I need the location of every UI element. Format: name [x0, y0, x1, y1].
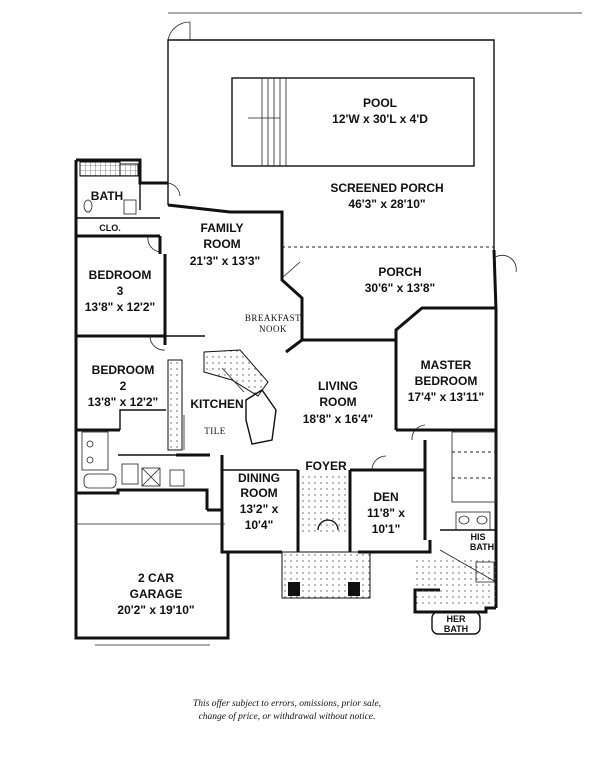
- bedroom-walls: [76, 235, 205, 432]
- bedroom3-dims: 13'8" x 12'2": [85, 300, 155, 314]
- master-bath-closets: [415, 431, 497, 635]
- pool-dims: 12'W x 30'L x 4'D: [332, 112, 428, 126]
- bath-closet: CLO.: [99, 223, 121, 233]
- screened-porch-dims: 46'3" x 28'10": [348, 197, 425, 211]
- living-room-title-2: ROOM: [319, 395, 356, 409]
- foyer-entry: [281, 472, 371, 599]
- his-bath-label: HIS BATH: [470, 532, 494, 552]
- laundry-area: [81, 431, 176, 489]
- garage-dims: 20'2" x 19'10": [117, 603, 194, 617]
- her-bath-label: HER BATH: [444, 614, 468, 634]
- living-room-dims: 18'8" x 16'4": [303, 412, 373, 426]
- his-bath-title-1: HIS: [470, 532, 485, 542]
- garage-title-2: GARAGE: [130, 587, 183, 601]
- porch-dims: 30'6" x 13'8": [365, 281, 435, 295]
- bedroom3-title-2: 3: [117, 284, 124, 298]
- kitchen-title: KITCHEN: [190, 397, 243, 411]
- kitchen-floor: TILE: [204, 426, 226, 436]
- breakfast-nook-label: BREAKFAST NOOK: [245, 313, 301, 334]
- foyer-title: FOYER: [305, 459, 347, 473]
- his-bath-title-2: BATH: [470, 542, 494, 552]
- family-room-title-2: ROOM: [203, 237, 240, 251]
- kitchen-label: KITCHEN TILE: [190, 397, 243, 436]
- garage-label: 2 CAR GARAGE 20'2" x 19'10": [117, 571, 194, 617]
- porch-title: PORCH: [378, 265, 421, 279]
- family-room-title-1: FAMILY: [201, 221, 244, 235]
- kitchen-counters: [167, 349, 277, 487]
- master-bedroom-title-2: BEDROOM: [415, 374, 478, 388]
- living-room-label: LIVING ROOM 18'8" x 16'4": [303, 379, 373, 426]
- screened-porch-title: SCREENED PORCH: [330, 181, 443, 195]
- bedroom2-title-2: 2: [120, 379, 127, 393]
- bedroom2-title-1: BEDROOM: [92, 363, 155, 377]
- dining-room-dims-1: 13'2" x: [240, 502, 279, 516]
- breakfast-nook-title-1: BREAKFAST: [245, 313, 301, 323]
- garage-title-1: 2 CAR: [138, 571, 174, 585]
- bath-block: [76, 161, 181, 238]
- den-label: DEN 11'8" x 10'1": [367, 490, 405, 536]
- bedroom3-label: BEDROOM 3 13'8" x 12'2": [85, 268, 155, 314]
- porch-walls: [280, 247, 517, 354]
- bath-label: BATH CLO.: [91, 189, 123, 233]
- porch-label: PORCH 30'6" x 13'8": [365, 265, 435, 295]
- master-bedroom-label: MASTER BEDROOM 17'4" x 13'11": [408, 358, 484, 404]
- bath-title: BATH: [91, 189, 123, 203]
- dining-room-dims-2: 10'4": [245, 518, 274, 532]
- bedroom2-dims: 13'8" x 12'2": [88, 395, 158, 409]
- garage-walls: [74, 493, 230, 646]
- pool: [231, 77, 475, 167]
- disclaimer-line-1: This offer subject to errors, omissions,…: [193, 698, 381, 709]
- den-dims-1: 11'8" x: [367, 506, 405, 520]
- dining-room-label: DINING ROOM 13'2" x 10'4": [238, 471, 280, 532]
- living-room-title-1: LIVING: [318, 379, 358, 393]
- breakfast-nook-title-2: NOOK: [259, 324, 287, 334]
- her-bath-title-1: HER: [446, 614, 466, 624]
- den-title: DEN: [373, 490, 398, 504]
- family-room-label: FAMILY ROOM 21'3" x 13'3": [190, 221, 260, 268]
- disclaimer-line-2: change of price, or withdrawal without n…: [199, 711, 376, 722]
- master-bedroom-title-1: MASTER: [421, 358, 472, 372]
- bedroom3-title-1: BEDROOM: [89, 268, 152, 282]
- disclaimer: This offer subject to errors, omissions,…: [193, 698, 381, 722]
- screened-porch-label: SCREENED PORCH 46'3" x 28'10": [330, 181, 443, 211]
- bedroom2-label: BEDROOM 2 13'8" x 12'2": [88, 363, 158, 409]
- foyer-label: FOYER: [305, 459, 347, 473]
- dining-room-title-2: ROOM: [240, 486, 277, 500]
- family-room-dims: 21'3" x 13'3": [190, 254, 260, 268]
- master-bedroom-dims: 17'4" x 13'11": [408, 390, 484, 404]
- her-bath-title-2: BATH: [444, 624, 468, 634]
- pool-steps: [248, 78, 287, 166]
- screened-porch-enclosure: [167, 21, 495, 250]
- pool-title: POOL: [363, 96, 397, 110]
- pool-label: POOL 12'W x 30'L x 4'D: [332, 96, 428, 126]
- interior-walls: [220, 340, 496, 552]
- dining-room-title-1: DINING: [238, 471, 280, 485]
- den-dims-2: 10'1": [372, 522, 401, 536]
